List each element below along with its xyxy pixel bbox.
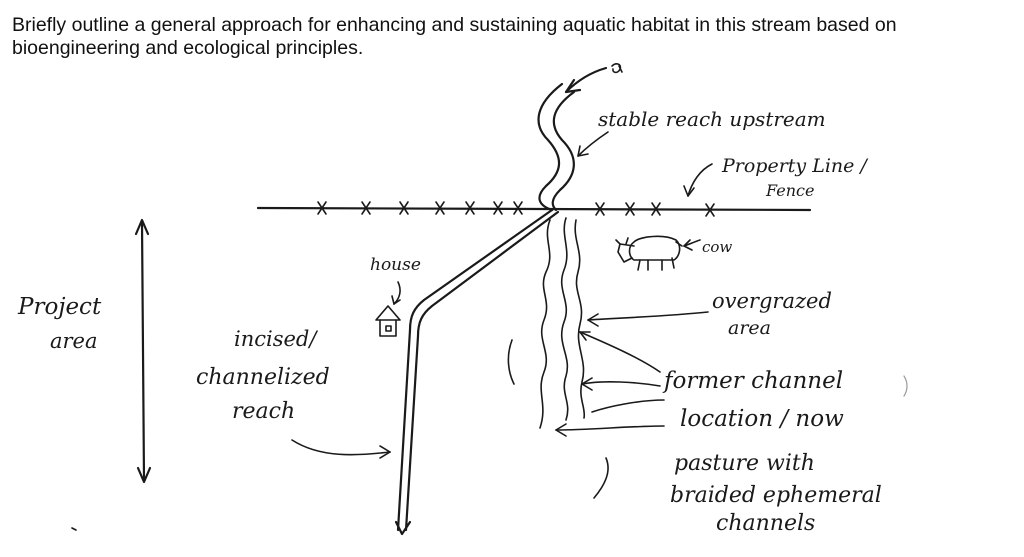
fence-pointer bbox=[687, 163, 713, 197]
label-incised: incised/ bbox=[234, 327, 318, 351]
label-overgrazed-area: area bbox=[728, 317, 771, 339]
former-channel-pointers bbox=[555, 311, 709, 437]
label-braided: braided ephemeral bbox=[670, 483, 882, 508]
label-former-channel: former channel bbox=[662, 368, 843, 394]
label-channels: channels bbox=[716, 511, 815, 536]
stable-reach-pointer bbox=[577, 131, 609, 157]
label-channelized: channelized bbox=[196, 365, 330, 390]
cow-icon bbox=[615, 235, 701, 271]
former-channel-lines bbox=[507, 217, 908, 499]
label-fence: Fence bbox=[765, 181, 814, 200]
label-overgrazed: overgrazed bbox=[712, 289, 832, 313]
label-location-now: location / now bbox=[680, 406, 844, 432]
label-pasture-with: pasture with bbox=[674, 451, 815, 476]
project-area-arrow bbox=[134, 218, 152, 484]
label-project-area: area bbox=[50, 329, 98, 353]
stray-mark bbox=[71, 527, 77, 531]
incised-channel bbox=[394, 208, 560, 536]
label-house: house bbox=[370, 255, 421, 275]
property-line-fence bbox=[256, 201, 812, 217]
flow-arrow-icon bbox=[564, 63, 623, 94]
house-icon bbox=[375, 281, 401, 337]
stable-reach-channel bbox=[537, 82, 576, 212]
label-cow: cow bbox=[702, 238, 732, 256]
label-stable-reach: stable reach upstream bbox=[598, 107, 826, 131]
incised-pointer bbox=[291, 439, 391, 456]
label-reach: reach bbox=[232, 399, 295, 424]
label-project: Project bbox=[17, 294, 102, 320]
question-text: Briefly outline a general approach for e… bbox=[12, 14, 897, 59]
label-property-line: Property Line / bbox=[721, 155, 868, 177]
